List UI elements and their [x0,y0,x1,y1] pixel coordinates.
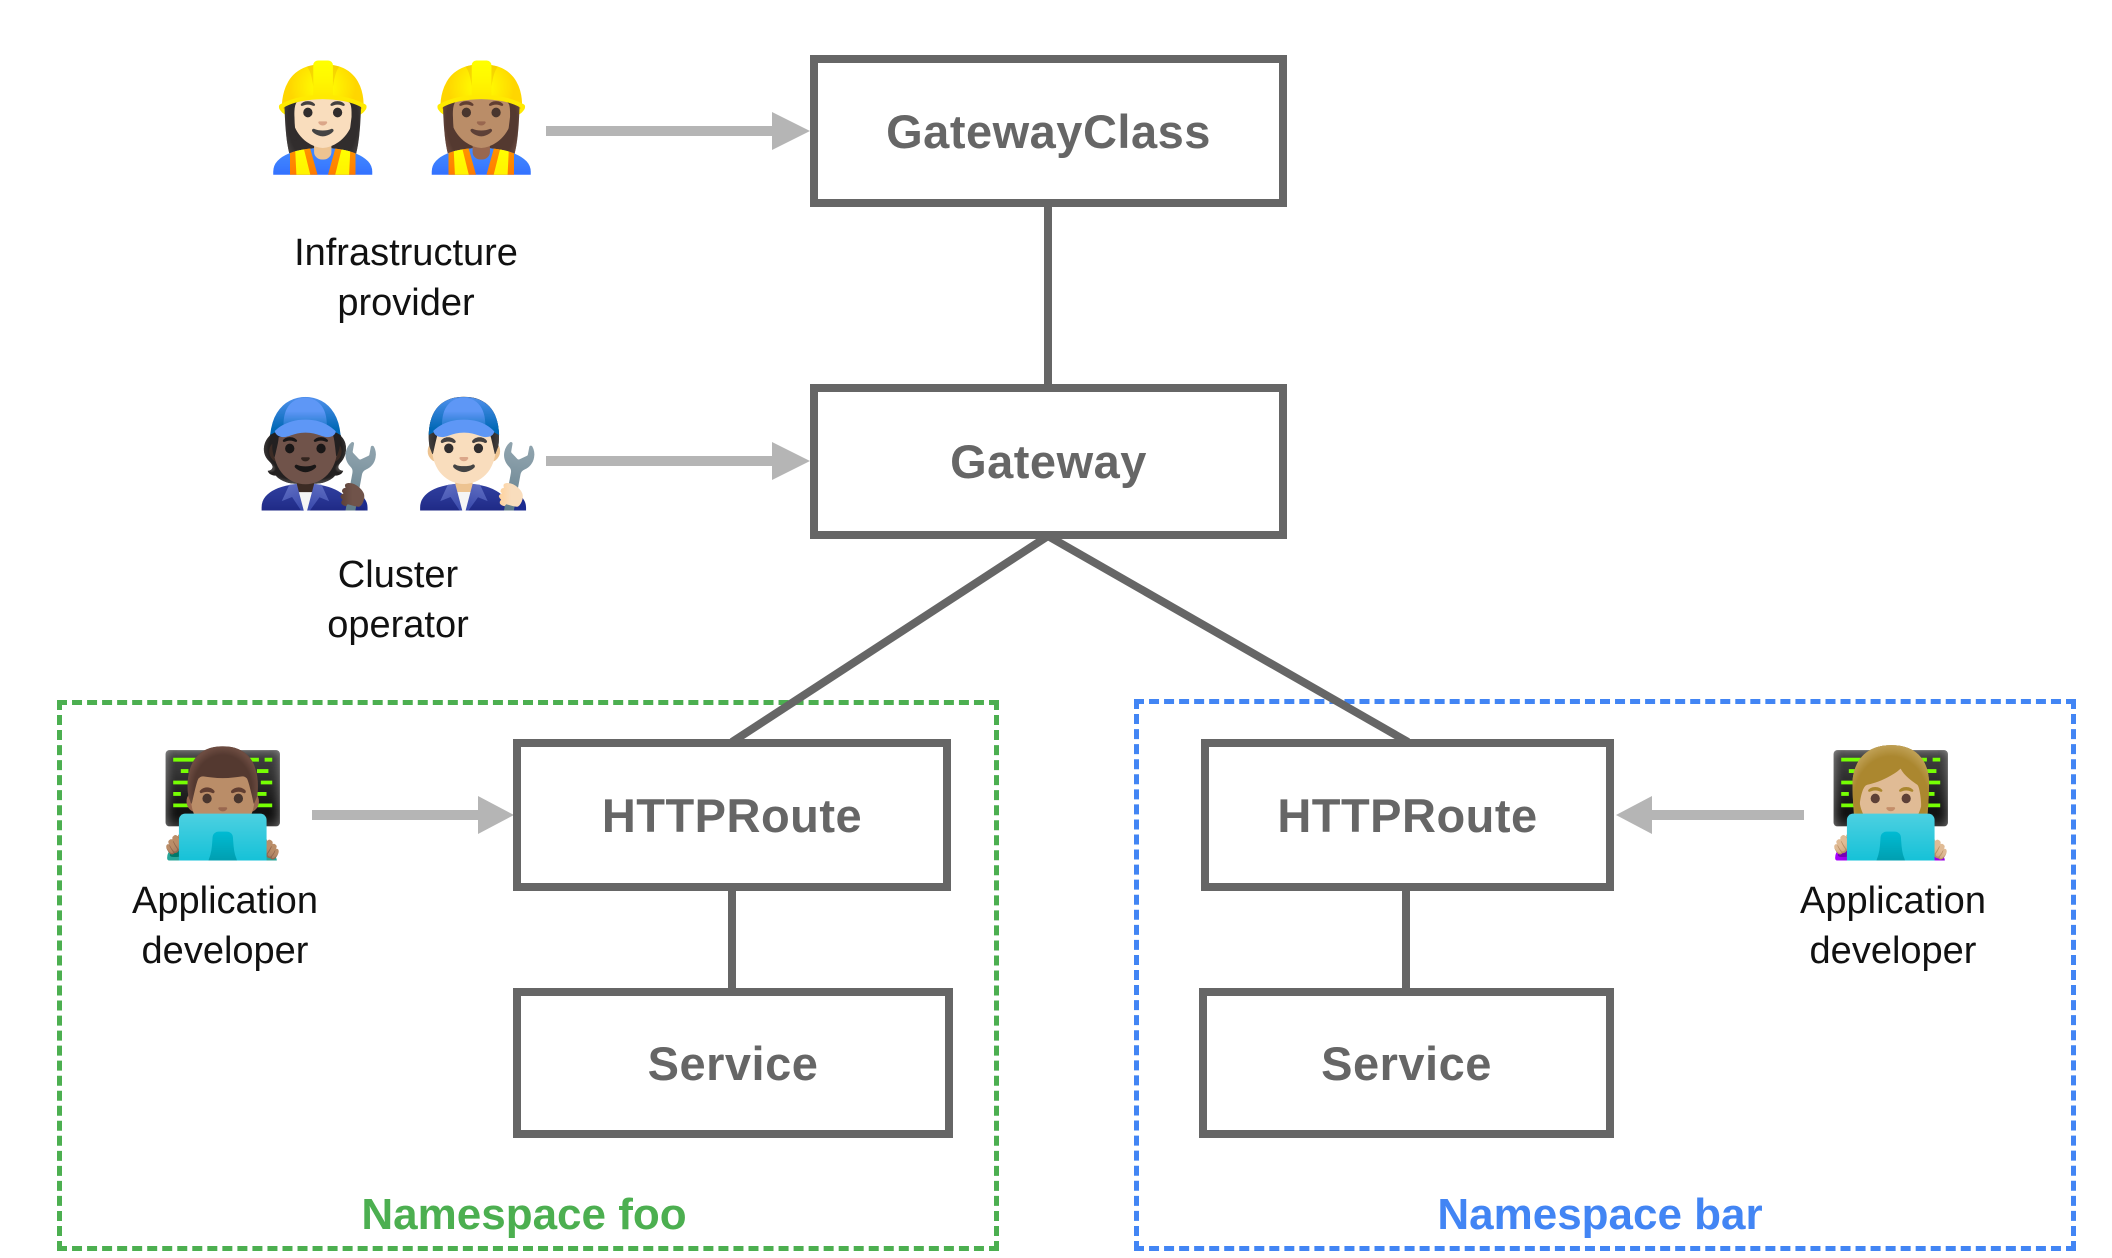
arrow-head-icon [478,796,514,834]
application-developer-bar-label: Application developer [1800,880,1986,973]
namespace-bar-boundary [1134,699,2076,1251]
arrow-head-icon [1616,796,1652,834]
arrow-head-icon [772,442,810,480]
gateway-node: Gateway [810,384,1287,539]
arrow-head-icon [772,112,810,150]
application-developer-foo-arrow [312,796,514,834]
service-bar-node-label: Service [1321,1036,1492,1090]
woman-technologist-icon: 👩🏼‍💻 [1826,746,1956,862]
woman-construction-worker-icons: 👷🏻‍♀️ 👷🏽‍♀️ [258,60,546,176]
service-bar-node: Service [1199,988,1614,1138]
namespace-bar-label: Namespace bar [1437,1190,1763,1239]
httproute-bar-node: HTTPRoute [1201,739,1614,891]
infrastructure-provider-label: Infrastructure provider [294,232,518,325]
infrastructure-provider-arrow [546,112,810,150]
gateway-node-label: Gateway [950,435,1147,488]
service-foo-node-label: Service [647,1036,819,1090]
gateway-to-httproute-bar-connector [1046,532,1410,746]
application-developer-bar-arrow [1616,796,1804,834]
gatewayclass-node-label: GatewayClass [886,104,1211,158]
mechanic-icons: 🧑🏿‍🔧 👨🏻‍🔧 [254,396,542,512]
namespace-foo-boundary [57,700,999,1251]
man-technologist-icon: 👨🏽‍💻 [158,746,288,862]
gateway-to-httproute-foo-connector [729,532,1051,746]
cluster-operator-label: Cluster operator [327,554,469,647]
cluster-operator-arrow [546,442,810,480]
gatewayclass-node: GatewayClass [810,55,1287,207]
httproute-foo-node-label: HTTPRoute [601,788,863,842]
httproute-bar-node-label: HTTPRoute [1277,788,1538,842]
httproute-foo-node: HTTPRoute [513,739,951,891]
application-developer-foo-label: Application developer [132,880,318,973]
namespace-foo-label: Namespace foo [361,1190,687,1239]
service-foo-node: Service [513,988,953,1138]
